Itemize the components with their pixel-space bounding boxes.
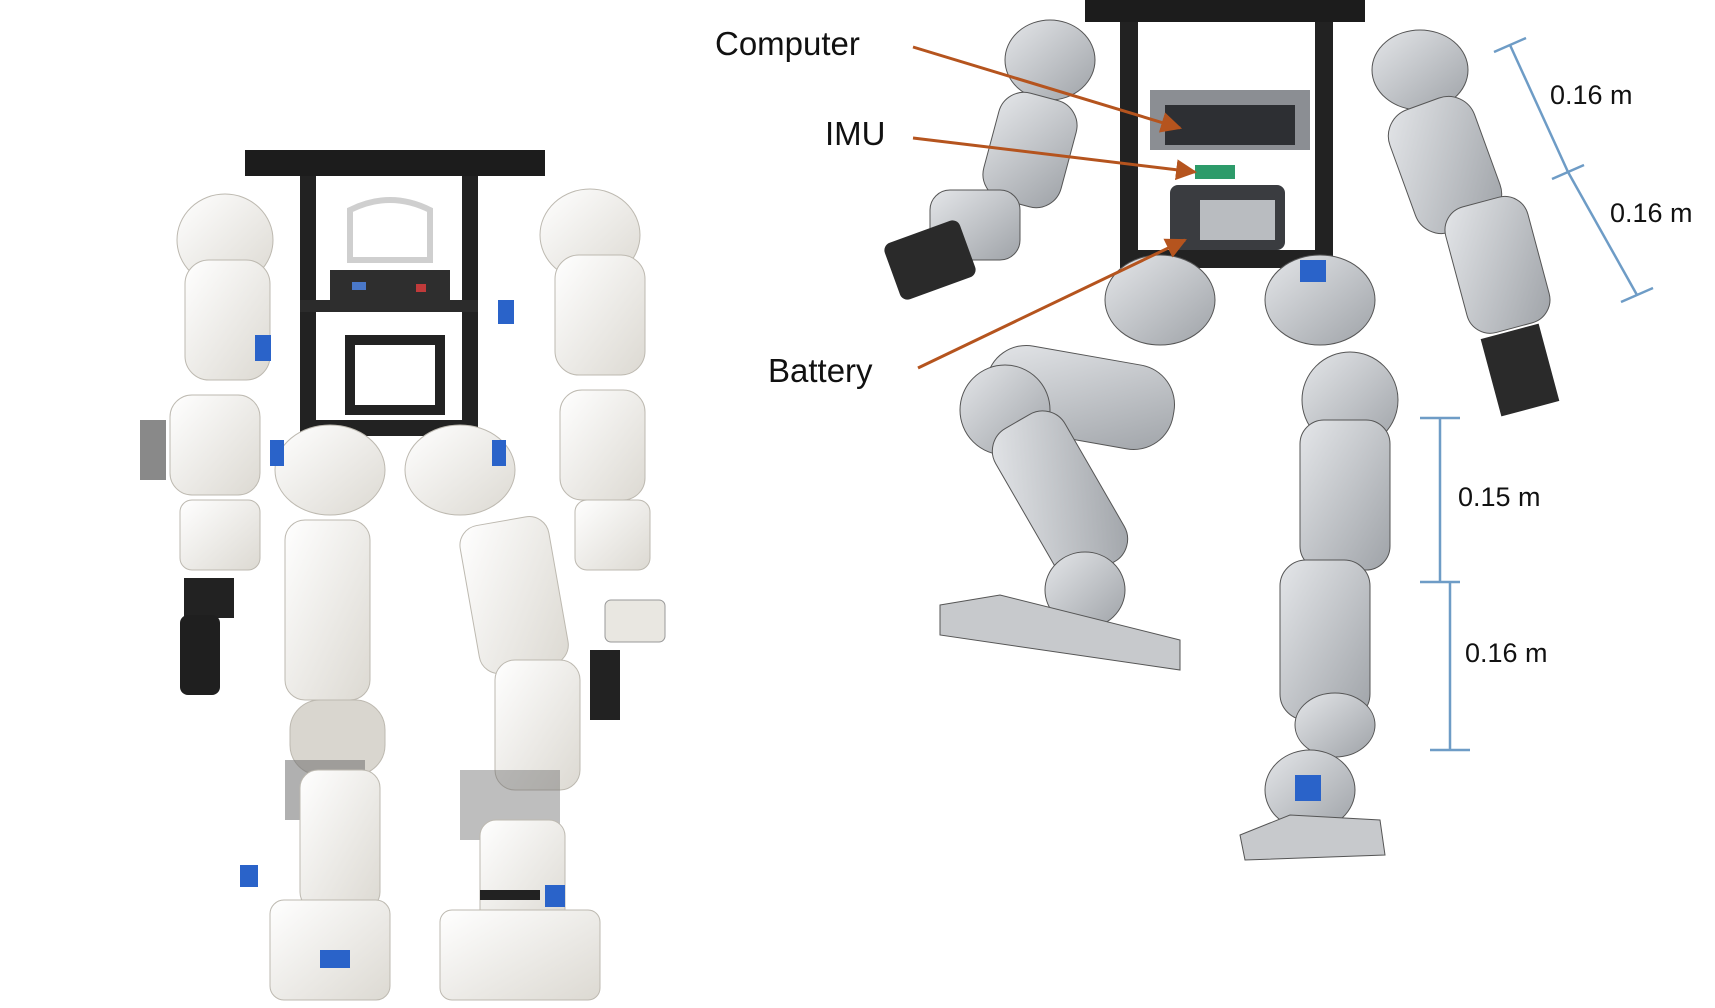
photo-right-arm	[498, 188, 666, 720]
photo-right-leg	[439, 516, 601, 1001]
robot-cad-render	[884, 0, 1560, 861]
upper-arm-length-label: 0.16 m	[1550, 80, 1633, 110]
cad-bent-leg	[939, 344, 1181, 671]
photo-left-arm	[140, 193, 274, 695]
imu-label: IMU	[825, 115, 886, 152]
robot-photo	[140, 150, 666, 1001]
imu-arrow	[912, 136, 1198, 181]
computer-arrow	[912, 45, 1183, 133]
cad-standing-leg	[1239, 351, 1399, 861]
cad-torso-frame	[1085, 0, 1365, 268]
dimension-labels: 0.16 m 0.16 m 0.15 m 0.16 m	[1458, 80, 1693, 668]
thigh-length-label: 0.15 m	[1458, 482, 1541, 512]
photo-left-leg	[240, 519, 391, 1001]
shank-length-label: 0.16 m	[1465, 638, 1548, 668]
photo-pelvis	[270, 424, 516, 516]
battery-arrow	[917, 238, 1187, 370]
forearm-dimension-line	[1566, 171, 1654, 304]
shank-dimension-line	[1430, 582, 1470, 752]
cad-right-arm	[1371, 29, 1560, 417]
cad-left-arm	[884, 19, 1096, 300]
callouts: Computer IMU Battery	[715, 25, 1198, 389]
forearm-length-label: 0.16 m	[1610, 198, 1693, 228]
photo-torso-frame	[245, 150, 545, 436]
battery-label: Battery	[768, 352, 873, 389]
cad-pelvis	[1104, 254, 1376, 346]
thigh-dimension-line	[1420, 416, 1460, 584]
computer-label: Computer	[715, 25, 860, 62]
dimension-markers	[1420, 36, 1654, 752]
